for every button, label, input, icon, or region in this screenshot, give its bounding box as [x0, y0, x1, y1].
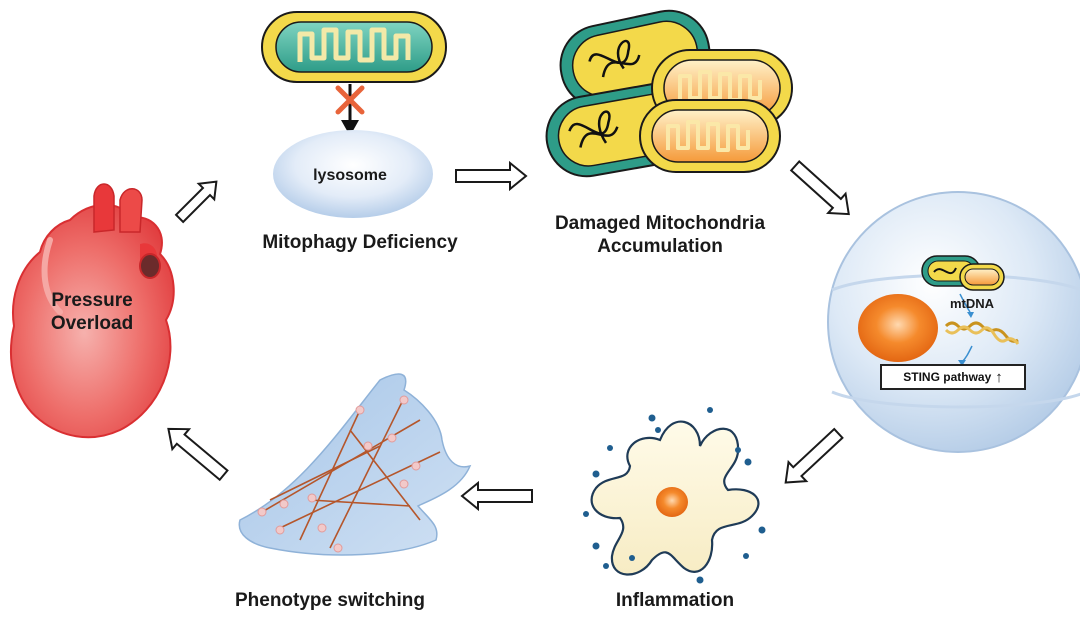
inhibition-x-icon — [335, 85, 365, 115]
arrow-damaged-to-sting — [789, 160, 850, 216]
sting-pathway-label: STING pathway — [903, 370, 992, 384]
damaged-mitochondria-label: Damaged Mitochondria Accumulation — [500, 213, 820, 259]
mtdna-label: mtDNA — [950, 296, 995, 311]
pressure-overload-line1: Pressure — [51, 290, 133, 311]
lysosome-icon — [273, 130, 433, 218]
damaged-mitochondria-line2: Accumulation — [597, 235, 723, 257]
damaged-mitochondria-icon — [545, 9, 793, 178]
cytokine-dots-icon — [583, 407, 766, 584]
small-mitochondria-icon — [921, 255, 1005, 291]
arrow-mitophagy-to-damaged — [455, 160, 528, 192]
mitophagy-deficiency-label: Mitophagy Deficiency — [262, 232, 458, 253]
nucleus-icon — [858, 294, 938, 362]
sting-pathway-box: STING pathway ↑ — [880, 364, 1026, 390]
healthy-mitochondrion-icon — [261, 11, 447, 83]
pressure-overload-line2: Overload — [50, 312, 134, 334]
mtdna-strand-icon — [944, 293, 1020, 366]
smooth-muscle-cell-icon — [238, 373, 472, 556]
inflammatory-cell-icon — [590, 420, 760, 576]
lysosome-label: lysosome — [313, 167, 387, 184]
phenotype-switching-label: Phenotype switching — [234, 590, 426, 611]
up-arrow-icon: ↑ — [995, 368, 1003, 386]
arrow-sting-to-inflammation — [784, 427, 844, 484]
pressure-overload-label: Pressure Overload — [22, 290, 162, 336]
inflammation-label: Inflammation — [615, 590, 735, 611]
damaged-mitochondria-line1: Damaged Mitochondria — [554, 213, 766, 234]
heart-icon — [10, 183, 175, 439]
arrow-inflammation-to-phenotype — [460, 480, 533, 512]
arrow-phenotype-to-heart — [167, 427, 229, 482]
blocked-arrow-icon — [341, 84, 359, 136]
arrow-heart-to-mitophagy — [174, 180, 218, 224]
